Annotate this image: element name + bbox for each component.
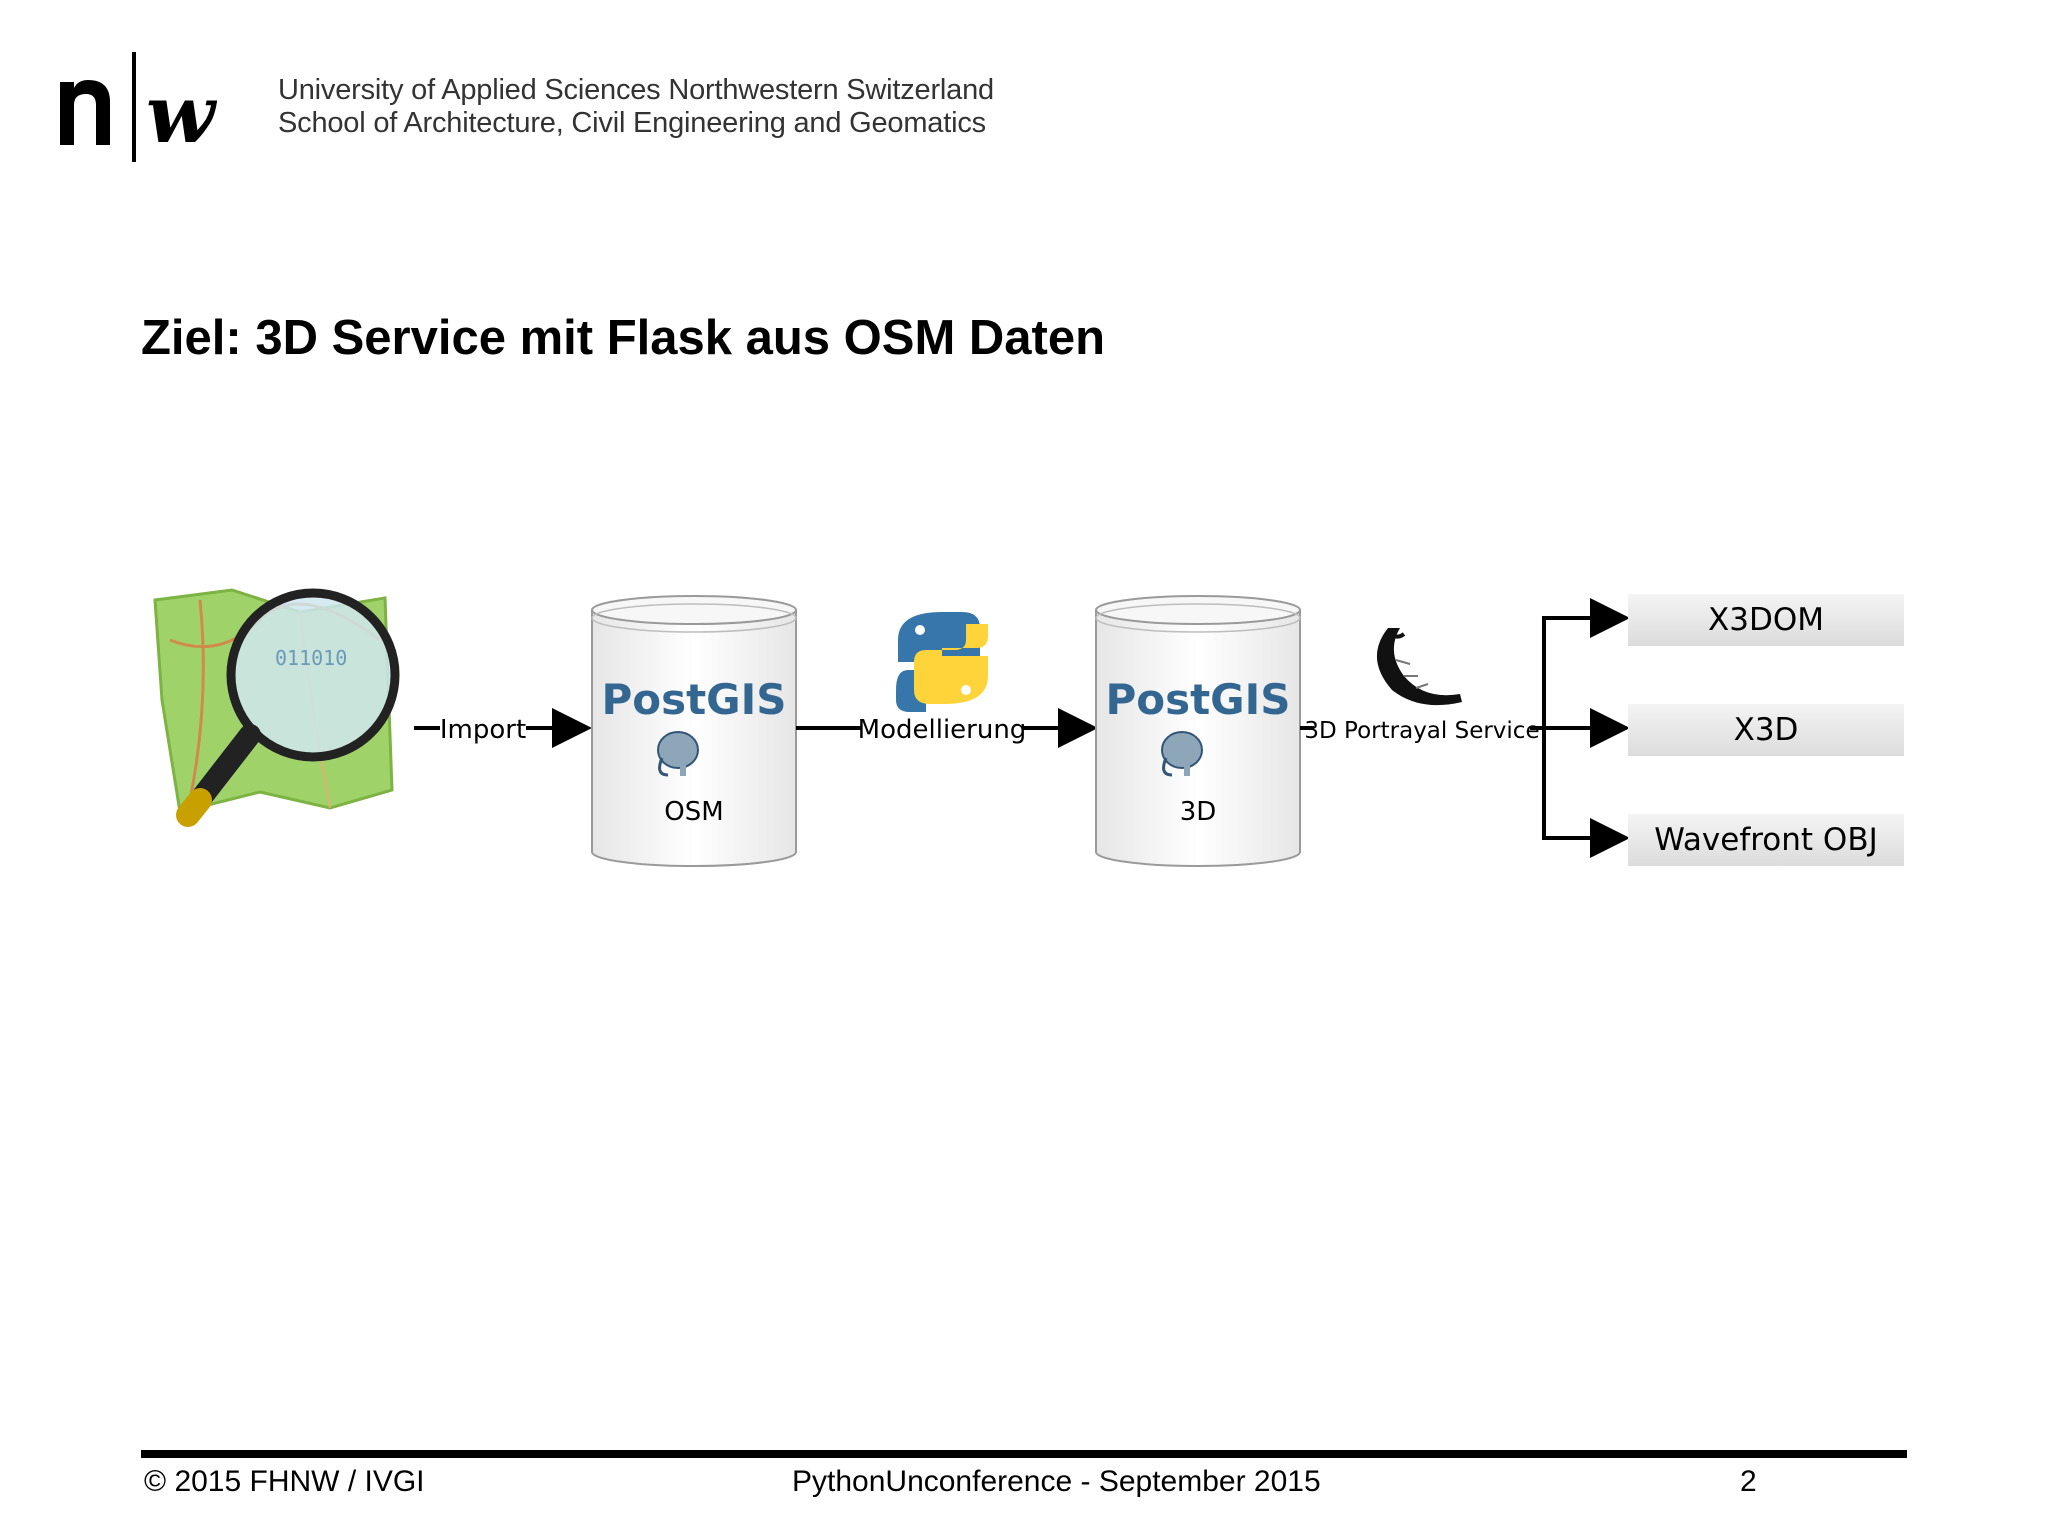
edge-label-import: Import — [440, 715, 526, 745]
output-box-x3dom: X3DOM — [1628, 594, 1904, 646]
edge-label-modelling: Modellierung — [858, 715, 1027, 745]
output-label: Wavefront OBJ — [1654, 822, 1878, 858]
school-name: School of Architecture, Civil Engineerin… — [278, 107, 986, 139]
database-osm: PostGIS OSM — [591, 595, 797, 867]
database-3d: PostGIS 3D — [1095, 595, 1301, 867]
svg-text:011010: 011010 — [275, 646, 347, 670]
slide-title: Ziel: 3D Service mit Flask aus OSM Daten — [141, 311, 1106, 365]
svg-text:w: w — [146, 67, 218, 161]
fhnw-logo: w — [60, 52, 218, 162]
python-logo-icon — [896, 612, 988, 712]
flask-horn-icon — [1376, 628, 1462, 706]
edge-label-portrayal: 3D Portrayal Service — [1304, 718, 1539, 744]
postgis-elephant-icon — [657, 731, 699, 777]
footer-copyright: © 2015 FHNW / IVGI — [144, 1465, 425, 1498]
postgis-elephant-icon — [1161, 731, 1203, 777]
footer-rule — [141, 1450, 1907, 1458]
output-label: X3D — [1734, 712, 1799, 748]
output-box-x3d: X3D — [1628, 704, 1904, 756]
footer-event: PythonUnconference - September 2015 — [792, 1465, 1321, 1498]
postgis-logo-text: PostGIS — [601, 675, 786, 724]
output-label: X3DOM — [1708, 602, 1824, 638]
output-box-wavefront-obj: Wavefront OBJ — [1628, 814, 1904, 866]
postgis-logo-text: PostGIS — [1105, 675, 1290, 724]
database-label: OSM — [664, 797, 723, 827]
database-label: 3D — [1180, 797, 1217, 827]
university-name: University of Applied Sciences Northwest… — [278, 74, 994, 106]
openstreetmap-magnifier-icon: 011010 — [153, 588, 400, 827]
page-number: 2 — [1740, 1465, 1757, 1498]
